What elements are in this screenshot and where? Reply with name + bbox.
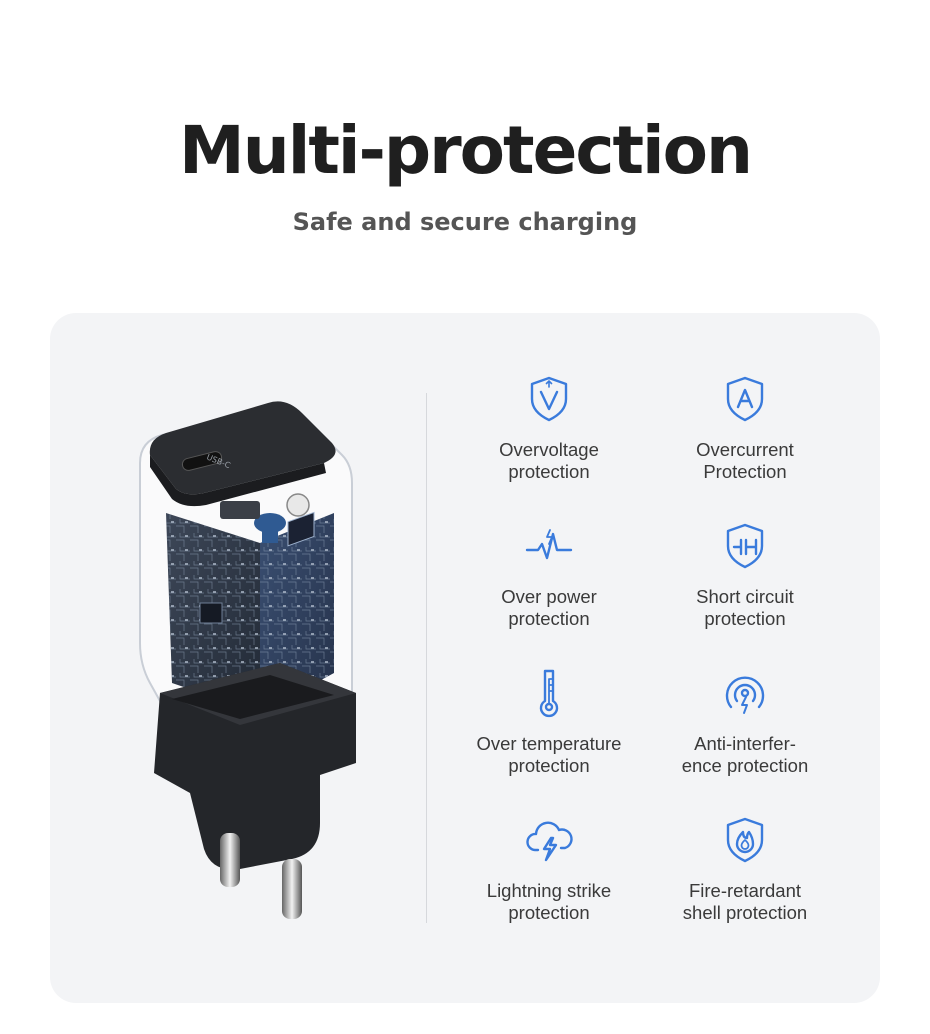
feature-label: Short circuit protection — [696, 586, 794, 629]
feature-over-temperature: Over temperature protection — [451, 667, 647, 777]
feature-short-circuit: Short circuit protection — [647, 520, 843, 630]
page-title: Multi-protection — [179, 112, 753, 189]
divider — [426, 393, 427, 923]
feature-label: Lightning strike protection — [486, 880, 612, 923]
page-subtitle: Safe and secure charging — [292, 208, 638, 236]
feature-over-power: Over power protection — [451, 520, 647, 630]
feature-label: Overcurrent Protection — [696, 439, 794, 482]
shield-a-icon — [719, 373, 771, 425]
feature-label: Anti-interfer- ence protection — [681, 733, 809, 776]
shield-v-icon — [523, 373, 575, 425]
feature-overcurrent: Overcurrent Protection — [647, 373, 843, 483]
protection-card: USB-C Overvoltage protection Overcurrent… — [50, 313, 880, 1003]
shield-circuit-icon — [719, 520, 771, 572]
feature-label: Fire-retardant shell protection — [682, 880, 808, 923]
cloud-lightning-icon — [523, 814, 575, 866]
feature-lightning-strike: Lightning strike protection — [451, 814, 647, 924]
thermometer-icon — [523, 667, 575, 719]
signal-icon — [719, 667, 771, 719]
feature-overvoltage: Overvoltage protection — [451, 373, 647, 483]
feature-label: Over temperature protection — [476, 733, 622, 776]
charger-image: USB-C — [139, 401, 356, 919]
feature-label: Overvoltage protection — [499, 439, 599, 482]
feature-label: Over power protection — [501, 586, 597, 629]
feature-anti-interference: Anti-interfer- ence protection — [647, 667, 843, 777]
feature-fire-retardant: Fire-retardant shell protection — [647, 814, 843, 924]
shield-fire-icon — [719, 814, 771, 866]
power-pulse-icon — [523, 520, 575, 572]
